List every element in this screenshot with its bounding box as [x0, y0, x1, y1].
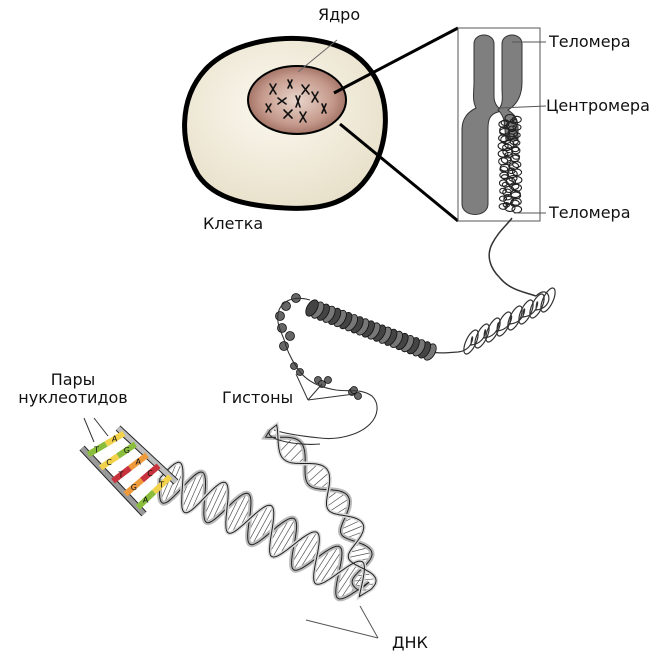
base-letter: T	[93, 445, 99, 454]
base-letter: T	[158, 480, 164, 489]
telomere-bottom-label: Теломера	[549, 203, 631, 222]
nucleus-chromosomes	[265, 79, 327, 123]
base-letter: T	[118, 471, 124, 480]
chromatin-fibre	[488, 217, 537, 297]
telomere-top-label: Теломера	[549, 32, 631, 51]
centromere-leader	[499, 105, 547, 109]
chromosome-coil	[497, 114, 523, 214]
base-pairs-label-line2: нуклеотидов	[18, 388, 128, 408]
dna-label: ДНК	[392, 633, 428, 652]
supercoil	[429, 287, 556, 355]
centromere-label: Центромера	[546, 96, 650, 115]
base-letter: C	[147, 469, 153, 478]
histones-label: Гистоны	[222, 388, 294, 407]
nucleus-label: Ядро	[318, 5, 361, 24]
dna-helix	[156, 421, 378, 602]
base-letter: A	[112, 435, 118, 444]
linker-dna	[273, 297, 378, 440]
base-pairs-leaders	[83, 417, 109, 443]
dna-leaders	[305, 605, 379, 639]
base-letter: C	[106, 458, 112, 467]
base-pairs-label-line1: Пары	[50, 370, 96, 389]
solenoid-fibre	[305, 299, 437, 361]
cell-label: Клетка	[203, 214, 264, 233]
zoom-line-top	[333, 26, 459, 95]
base-pairs-label: Пары нуклеотидов	[4, 370, 142, 408]
zoom-line-bottom	[339, 122, 459, 223]
base-letter: A	[143, 496, 149, 505]
histones-leaders	[295, 373, 355, 401]
base-letter: A	[136, 458, 142, 467]
base-letter: G	[124, 446, 130, 455]
base-letter: G	[131, 483, 137, 492]
chromosome	[461, 34, 523, 215]
nucleus-leader	[297, 39, 338, 73]
